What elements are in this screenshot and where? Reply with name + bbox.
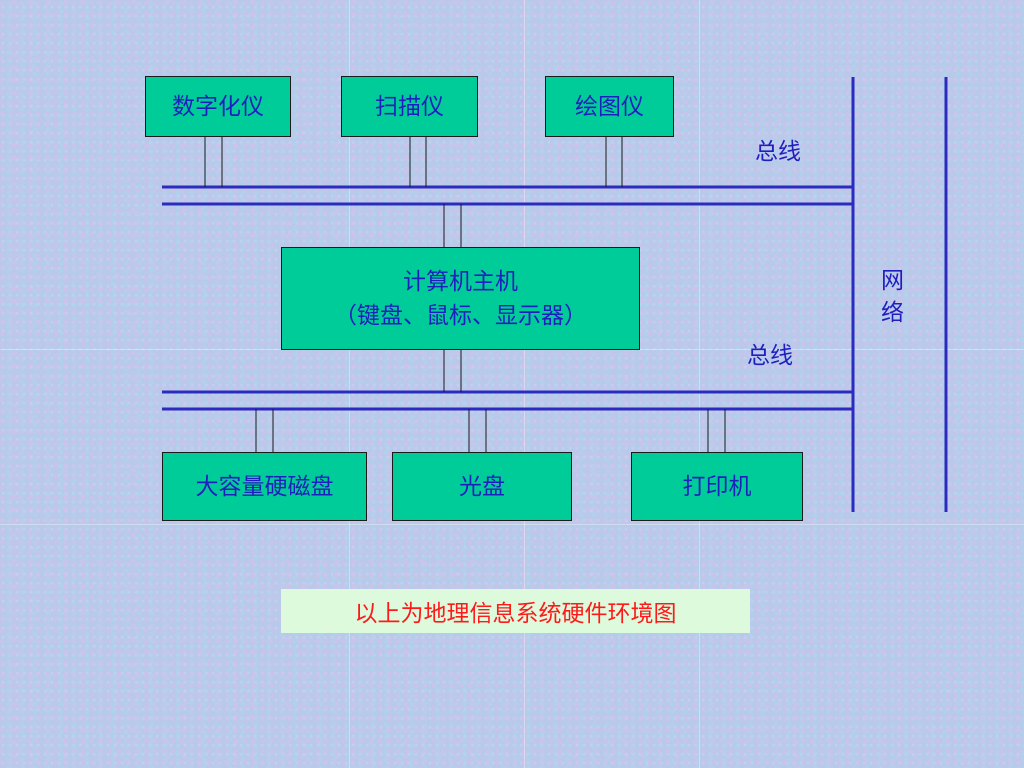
digitizer-label: 数字化仪: [172, 93, 264, 120]
plotter-label: 绘图仪: [575, 93, 644, 120]
host-computer-box: 计算机主机 （键盘、鼠标、显示器）: [281, 247, 640, 350]
scanner-label: 扫描仪: [375, 93, 444, 120]
network-label: 网 络: [881, 265, 904, 329]
host-peripherals: （键盘、鼠标、显示器）: [334, 302, 587, 329]
network-label-char: 网: [881, 268, 904, 294]
hard-disk-box: 大容量硬磁盘: [162, 452, 367, 521]
upper-bus-label: 总线: [755, 139, 801, 165]
plotter-box: 绘图仪: [545, 76, 674, 137]
optical-disc-label: 光盘: [459, 473, 505, 500]
digitizer-box: 数字化仪: [145, 76, 291, 137]
printer-box: 打印机: [631, 452, 803, 521]
host-title: 计算机主机: [403, 268, 518, 295]
diagram-caption: 以上为地理信息系统硬件环境图: [281, 589, 750, 633]
lower-bus-label: 总线: [747, 343, 793, 369]
scanner-box: 扫描仪: [341, 76, 478, 137]
printer-label: 打印机: [682, 473, 752, 500]
optical-disc-box: 光盘: [392, 452, 572, 521]
hard-disk-label: 大容量硬磁盘: [195, 473, 334, 500]
caption-text: 以上为地理信息系统硬件环境图: [354, 601, 677, 627]
network-label-char: 络: [881, 300, 904, 326]
